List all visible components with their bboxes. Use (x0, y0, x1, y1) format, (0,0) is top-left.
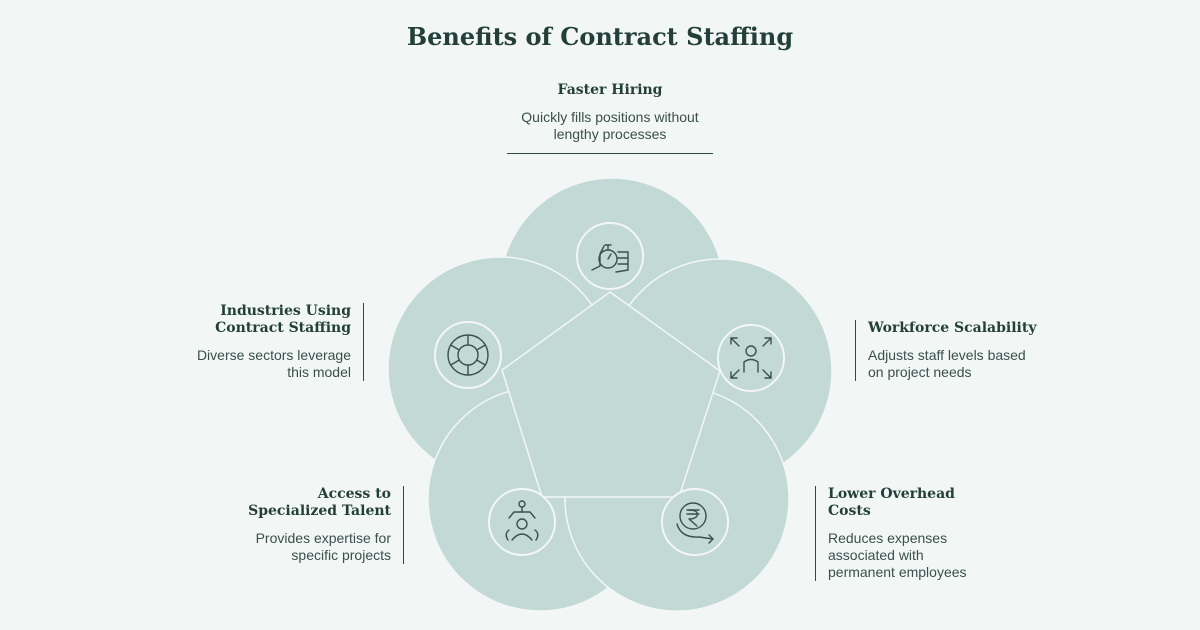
benefit-description: Quickly fills positions without lengthy … (521, 109, 699, 142)
benefit-title: Workforce Scalability (868, 320, 1037, 336)
rupee-down-icon (661, 488, 729, 556)
page-title: Benefits of Contract Staffing (406, 22, 794, 51)
benefit-overhead-costs: Lower Overhead Costs Reduces expenses as… (815, 486, 993, 581)
benefit-title: Lower Overhead Costs (828, 486, 955, 519)
benefit-description: Adjusts staff levels based on project ne… (868, 347, 1026, 380)
talent-network-icon (488, 488, 556, 556)
benefit-title: Access to Specialized Talent (248, 486, 391, 519)
benefit-workforce-scalability: Workforce Scalability Adjusts staff leve… (855, 320, 1043, 381)
benefit-specialized-talent: Access to Specialized Talent Provides ex… (230, 486, 404, 564)
benefit-description: Reduces expenses associated with permane… (828, 530, 967, 580)
segmented-ring-icon (434, 321, 502, 389)
top-divider (507, 153, 713, 154)
benefit-title: Industries Using Contract Staffing (215, 303, 351, 336)
person-expand-icon (717, 324, 785, 392)
benefit-title: Faster Hiring (557, 82, 663, 98)
hand-stopwatch-icon (576, 222, 644, 290)
benefit-description: Diverse sectors leverage this model (196, 347, 351, 380)
benefit-industries: Industries Using Contract Staffing Diver… (180, 303, 364, 381)
center-pentagon (501, 291, 721, 498)
benefit-faster-hiring: Faster Hiring Quickly fills positions wi… (490, 82, 730, 143)
benefit-description: Provides expertise for specific projects (255, 530, 391, 563)
